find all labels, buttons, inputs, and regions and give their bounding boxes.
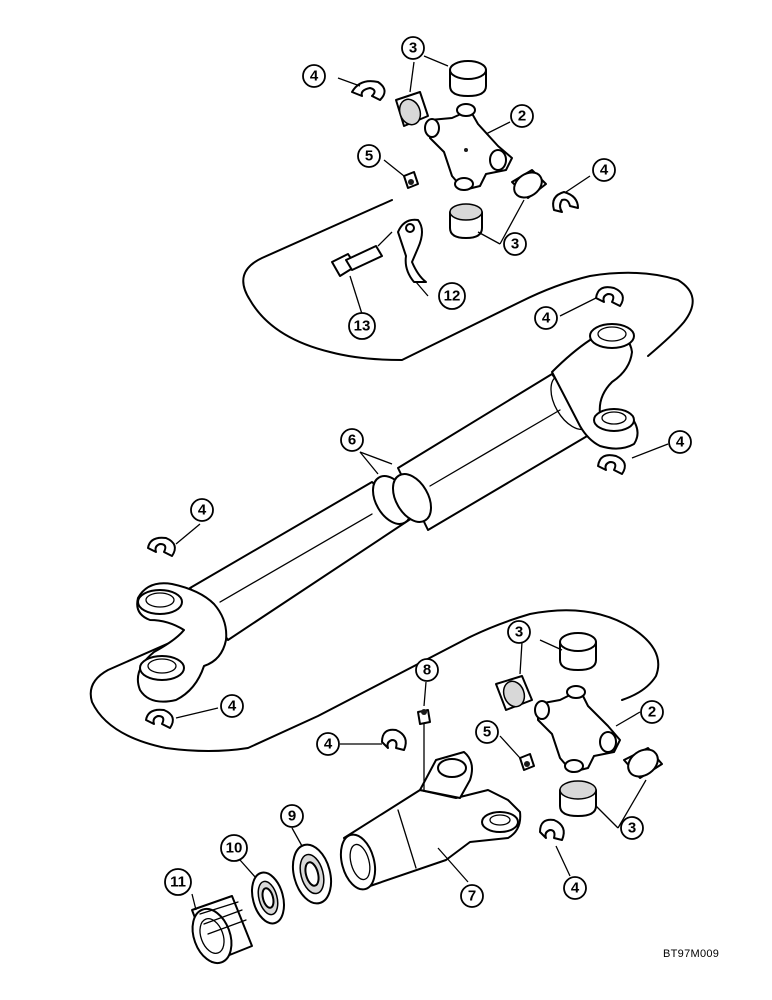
callout-label: 10: [226, 840, 243, 857]
callout-label: 4: [676, 434, 685, 451]
upper-bearing-cup-plain: [449, 60, 487, 97]
slip-yoke: [339, 751, 522, 891]
lower-bearing-cup-needle-bottom: [559, 780, 597, 817]
callout-4-right-yoke-bottom: 4: [668, 430, 692, 454]
snap-ring-upper-right: [552, 191, 579, 213]
callout-label: 4: [228, 698, 237, 715]
strap-bolt: [331, 245, 383, 277]
drive-shaft-tube: [189, 373, 595, 641]
callout-4-slip-yoke-bottom: 4: [563, 876, 587, 900]
callout-label: 4: [600, 162, 609, 179]
callout-label: 8: [423, 662, 431, 679]
callout-10-washer: 10: [220, 834, 248, 862]
callout-5-lower-fitting: 5: [475, 720, 499, 744]
callout-label: 5: [483, 724, 491, 741]
snap-ring-slip-yoke-left: [381, 728, 407, 751]
leader-lines: [175, 55, 669, 911]
callout-5-upper-fitting: 5: [357, 144, 381, 168]
callout-4-left-yoke-bottom: 4: [220, 694, 244, 718]
callout-4-slip-yoke-left: 4: [316, 732, 340, 756]
callout-label: 4: [310, 68, 319, 85]
callout-label: 3: [515, 624, 523, 641]
seal-retainer: [291, 843, 333, 905]
callout-label: 7: [468, 888, 476, 905]
callout-7-slip-yoke: 7: [460, 884, 484, 908]
callout-label: 6: [348, 432, 356, 449]
callout-label: 12: [444, 288, 461, 305]
slip-yoke-grease-fitting: [417, 709, 431, 791]
callout-label: 9: [288, 808, 296, 825]
lower-group-outline: [89, 609, 660, 752]
snap-ring-slip-yoke-bottom: [539, 818, 565, 841]
callout-9-seal: 9: [280, 804, 304, 828]
upper-bearing-cup-needle-left: [395, 91, 429, 127]
lower-bearing-cup-right: [623, 747, 663, 779]
callout-label: 3: [511, 236, 519, 253]
lower-cross-spider: [534, 685, 621, 773]
snap-ring-upper-left: [351, 80, 386, 101]
callout-2-upper-cross: 2: [510, 104, 534, 128]
callout-label: 2: [518, 108, 526, 125]
callout-label: 4: [542, 310, 551, 327]
callout-4-right-yoke-top: 4: [534, 306, 558, 330]
callout-4-left-yoke-top: 4: [190, 498, 214, 522]
callout-label: 2: [648, 704, 656, 721]
upper-grease-fitting: [403, 171, 419, 189]
upper-cross-spider: [424, 103, 513, 191]
snap-ring-lower-right-yoke: [597, 454, 626, 475]
callout-label: 3: [409, 40, 417, 57]
callout-6-shaft: 6: [340, 428, 364, 452]
dust-cap: [191, 895, 253, 965]
shaft-right-yoke: [551, 323, 639, 450]
callout-label: 4: [324, 736, 333, 753]
callout-2-lower-cross: 2: [640, 700, 664, 724]
upper-group-outline: [242, 199, 694, 361]
callout-13-bolt: 13: [348, 312, 376, 340]
bearing-strap: [397, 218, 427, 283]
lower-bearing-cup-plain: [559, 632, 597, 671]
callout-3-lower-bottom-cup: 3: [620, 816, 644, 840]
callout-12-strap: 12: [438, 282, 466, 310]
callout-label: 13: [354, 318, 371, 335]
splined-washer: [251, 871, 285, 925]
upper-bearing-cup-right: [511, 169, 547, 199]
snap-ring-upper-right-yoke: [595, 286, 624, 307]
snap-ring-left-yoke-top: [147, 536, 176, 557]
callout-3-lower-cup: 3: [507, 620, 531, 644]
callout-3-upper-cup: 3: [401, 36, 425, 60]
upper-bearing-cup-needle-bottom: [449, 203, 483, 239]
callout-label: 4: [198, 502, 207, 519]
callout-label: 5: [365, 148, 373, 165]
snap-ring-left-yoke-bottom: [145, 708, 174, 729]
callout-label: 3: [628, 820, 636, 837]
callout-11-dust-cap: 11: [164, 868, 192, 896]
callout-4-upper-left-ring: 4: [302, 64, 326, 88]
callout-3-upper-bottom-cup: 3: [503, 232, 527, 256]
callout-4-upper-right-ring: 4: [592, 158, 616, 182]
callout-8-slip-fitting: 8: [415, 658, 439, 682]
callout-label: 4: [571, 880, 580, 897]
callout-label: 11: [170, 874, 186, 891]
shaft-left-yoke: [136, 582, 228, 703]
figure-code: BT97M009: [663, 948, 720, 960]
lower-bearing-cup-needle-left: [495, 675, 533, 711]
lower-grease-fitting: [519, 753, 535, 771]
